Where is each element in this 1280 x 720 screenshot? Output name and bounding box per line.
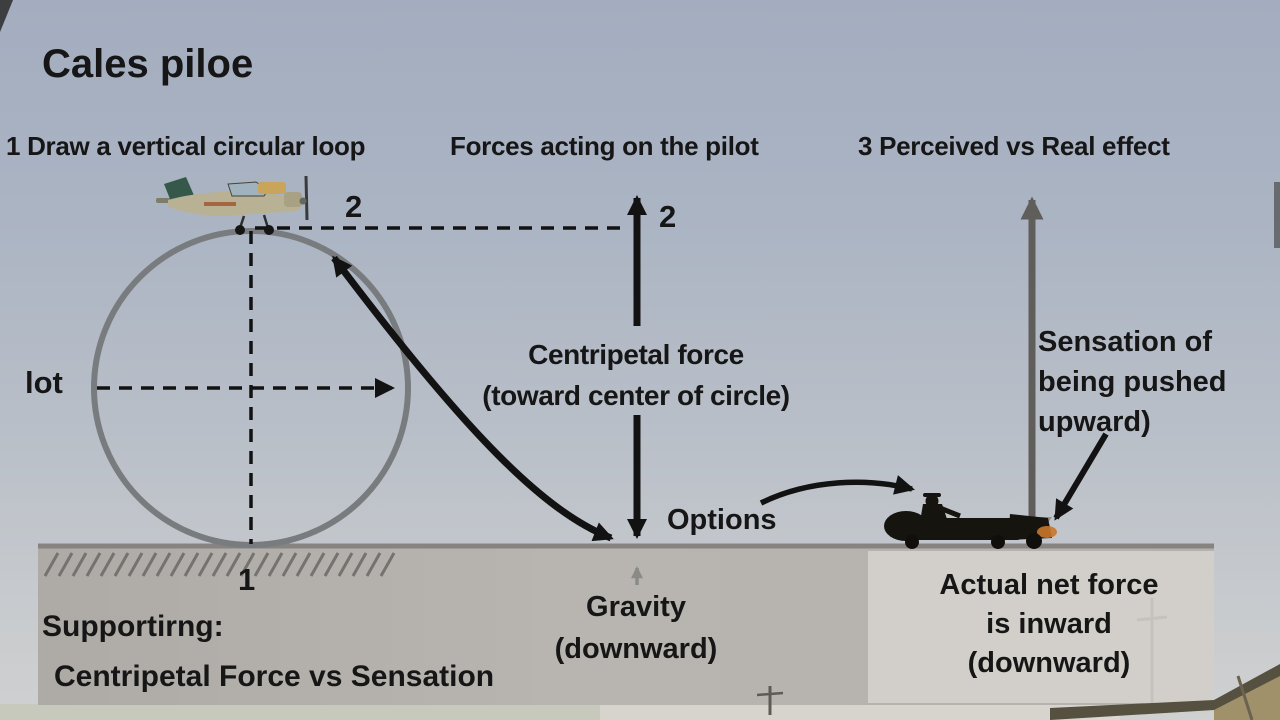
loop-top-label: 2: [345, 189, 363, 224]
actual-line1: Actual net force: [939, 569, 1159, 601]
airplane-image: [156, 175, 309, 235]
gravity-caption: Gravity (downward): [515, 586, 757, 670]
force-top-label: 2: [659, 199, 677, 234]
actual-net-force-caption: Actual net force is inward (downward): [898, 566, 1200, 683]
centripetal-line2: (toward center of circle): [482, 380, 790, 411]
heading-step3: 3 Perceived vs Real effect: [858, 131, 1170, 161]
heading-step1: 1 Draw a vertical circular loop: [6, 131, 366, 161]
tractor-image: [884, 493, 1057, 549]
centripetal-line1: Centripetal force: [528, 339, 744, 370]
centripetal-force-caption: Centripetal force (toward center of circ…: [450, 334, 822, 416]
sensation-line1: Sensation of: [1038, 326, 1213, 358]
ground-hatching: [43, 552, 396, 577]
loop-path-arrow: [331, 255, 614, 542]
loop-left-label: lot: [25, 365, 63, 400]
gravity-line2: (downward): [554, 633, 718, 665]
greenhouse-frame: [1050, 664, 1280, 720]
options-to-pilot-arrow: [759, 475, 915, 506]
footer-subtitle: Centripetal Force vs Sensation: [54, 660, 495, 693]
options-label: Options: [667, 504, 777, 536]
sensation-caption: Sensation of being pushed upward): [1038, 322, 1227, 442]
actual-force-box: [868, 551, 1214, 703]
bottom-photo-strip2: [600, 704, 1080, 720]
far-pole-crossarm: [756, 691, 784, 697]
photo-corner-artifact: [0, 0, 13, 32]
gravity-line1: Gravity: [586, 591, 686, 623]
greenhouse-post: [1236, 675, 1254, 720]
sensation-line2: being pushed: [1038, 366, 1227, 398]
heading-step2: Forces acting on the pilot: [450, 131, 759, 161]
actual-line2: is inward: [986, 608, 1112, 640]
page-title: Cales piloe: [42, 42, 254, 86]
sensation-pointer-arrow: [1053, 432, 1109, 521]
sensation-line3: upward): [1038, 406, 1151, 438]
bottom-photo-strip: [0, 704, 640, 720]
loop-bottom-label: 1: [238, 562, 256, 597]
supporting-label: Supportirng:: [42, 610, 224, 643]
actual-line3: (downward): [967, 647, 1131, 679]
photo-edge-artifact: [1274, 182, 1280, 248]
